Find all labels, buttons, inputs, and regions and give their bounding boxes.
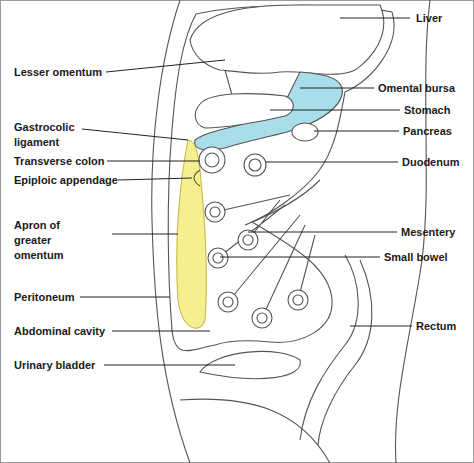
leader-line <box>248 232 397 233</box>
anatomy-label: Stomach <box>404 103 450 118</box>
anatomy-label: Liver <box>416 11 442 26</box>
leader-line <box>118 178 192 180</box>
anatomy-label: Pancreas <box>403 124 452 139</box>
leader-line <box>104 365 235 366</box>
leader-line <box>106 60 225 72</box>
epiploic-appendage <box>194 170 200 186</box>
leader-line <box>300 88 374 89</box>
liver <box>190 5 384 74</box>
anatomy-label: Rectum <box>416 319 456 334</box>
transverse-colon-lumen <box>205 153 219 167</box>
rectum-wall <box>318 260 372 445</box>
leader-line <box>220 257 380 258</box>
bowel-lumen <box>243 235 253 245</box>
transverse-colon <box>199 147 225 173</box>
omental-bursa <box>195 72 343 150</box>
rectum-wall <box>300 255 358 440</box>
leader-line <box>80 297 170 298</box>
bowel-lumen <box>213 253 223 263</box>
leader-line <box>340 18 410 19</box>
stomach <box>195 94 293 128</box>
anatomy-label: Lesser omentum <box>14 65 102 80</box>
duodenum-lumen <box>249 159 261 171</box>
leader-line <box>350 326 412 327</box>
anatomy-label: Urinary bladder <box>14 358 95 373</box>
bowel-lumen <box>210 207 220 217</box>
anatomy-label: Duodenum <box>402 155 459 170</box>
pancreas <box>292 123 318 141</box>
anatomy-label: Gastrocolic ligament <box>14 120 84 150</box>
anatomy-label: Omental bursa <box>378 81 455 96</box>
leader-line <box>112 234 178 235</box>
bowel-lumen <box>257 313 267 323</box>
anatomy-label: Abdominal cavity <box>14 324 105 339</box>
leader-line <box>266 162 398 163</box>
leader-line <box>270 110 400 111</box>
anatomy-label: Peritoneum <box>14 290 75 305</box>
leader-line <box>107 161 200 162</box>
bowel-loop <box>218 292 238 312</box>
bowel-loop <box>288 290 308 310</box>
bowel-lumen <box>293 295 303 305</box>
bowel-loop <box>208 248 228 268</box>
duodenum <box>244 154 266 176</box>
anatomy-label: Small bowel <box>384 250 448 265</box>
leader-line <box>314 131 399 132</box>
peritoneal-cavity <box>168 5 394 350</box>
leader-line <box>112 331 210 332</box>
anatomy-label: Apron of greater omentum <box>14 218 94 263</box>
bowel-lumen <box>223 297 233 307</box>
anatomy-label: Mesentery <box>401 225 455 240</box>
bowel-loop <box>238 230 258 250</box>
lesser-omentum <box>225 70 232 95</box>
bowel-loop <box>205 202 225 222</box>
bowel-loop <box>252 308 272 328</box>
anatomy-label: Transverse colon <box>14 154 105 169</box>
leader-line <box>82 129 188 140</box>
anatomy-label: Epiploic appendage <box>14 173 118 188</box>
pelvic-floor <box>180 399 330 463</box>
